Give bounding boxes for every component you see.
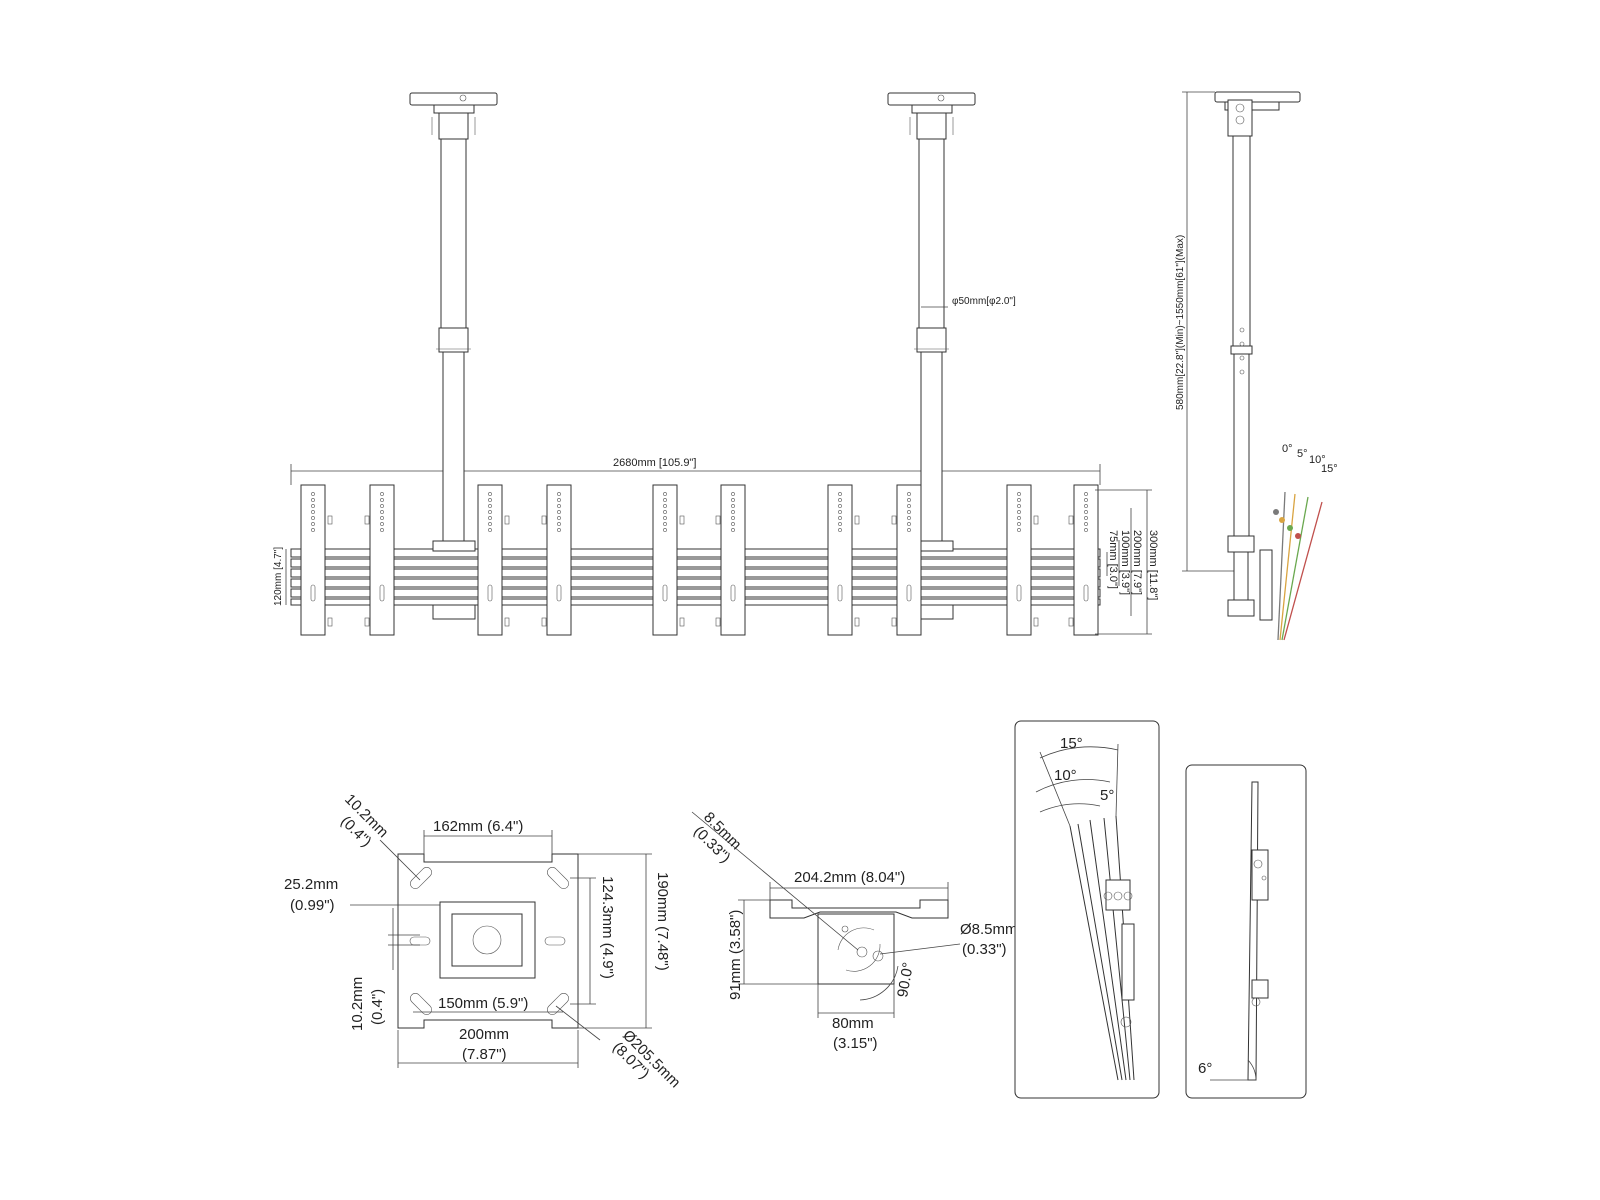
total-width-label: 2680mm [105.9"] (613, 457, 696, 469)
fixed-6-label: 6° (1198, 1060, 1212, 1077)
ceiling-plate-top: 162mm (6.4") 10.2mm (0.4") 25.2mm (0.99"… (284, 791, 684, 1091)
fixed-detail-panel: 6° (1185, 764, 1307, 1099)
vertical-brackets (300, 484, 1099, 636)
outer-height-label: 190mm (7.48") (654, 872, 671, 971)
vertical-bracket (364, 484, 395, 636)
ceiling-mount-left (409, 92, 498, 543)
inner-height-label: 124.3mm (4.9") (599, 876, 616, 979)
vertical-bracket (300, 484, 333, 636)
hole-dia-in-label: (0.33") (962, 941, 1007, 958)
angle-label: 90.0° (894, 961, 917, 999)
vertical-bracket (891, 484, 922, 636)
tilt-indicators: 0° 5° 10° 15° (1259, 443, 1338, 641)
hole-dia-label: Ø8.5mm (960, 921, 1018, 938)
vertical-bracket (715, 484, 746, 636)
outer-width-in-label: (7.87") (462, 1046, 507, 1063)
bar-height-label: 120mm [4.7"] (273, 547, 284, 606)
tilt-0-label: 0° (1282, 443, 1293, 455)
tilt-15-detail-label: 15° (1060, 735, 1083, 752)
vesa-75-label: 75mm [3.0"] (1107, 530, 1119, 589)
plate-height-label: 91mm (3.58") (727, 910, 744, 1000)
vesa-200-label: 200mm [7.9"] (1131, 530, 1143, 595)
pole-diameter-label: φ50mm[φ2.0"] (952, 296, 1016, 307)
vertical-bracket (827, 484, 860, 636)
edge-offset-label: 25.2mm (284, 876, 338, 893)
side-view: 580mm[22.8"](Min)~1550mm[61"](Max) 0° (1175, 91, 1338, 641)
vesa-300-label: 300mm [11.8"] (1147, 530, 1159, 600)
top-width-label: 162mm (6.4") (433, 818, 523, 835)
plate-width-label: 204.2mm (8.04") (794, 869, 905, 886)
vertical-bracket (477, 484, 510, 636)
vertical-bracket (652, 484, 685, 636)
slot-height-in-label: (0.4") (369, 989, 386, 1025)
tilt-5-detail-label: 5° (1100, 787, 1114, 804)
tilt-detail-panel: 15° 10° 5° (1014, 720, 1160, 1099)
ceiling-mount-right: φ50mm[φ2.0"] (887, 92, 1016, 543)
outer-width-label: 200mm (459, 1026, 509, 1043)
ceiling-plate-side: 8.5mm (0.33") 204.2mm (8.04") 91mm (3.58… (690, 809, 1017, 1052)
front-view: 2680mm [105.9"] (273, 92, 1159, 636)
tilt-5-label: 5° (1297, 448, 1308, 460)
tilt-15-label: 15° (1321, 463, 1338, 475)
vertical-bracket (541, 484, 572, 636)
vesa-100-label: 100mm [3.9"] (1119, 530, 1131, 595)
vertical-bracket (1006, 484, 1039, 636)
tilt-10-label: 10° (1309, 454, 1326, 466)
height-range-label: 580mm[22.8"](Min)~1550mm[61"](Max) (1175, 235, 1186, 410)
bottom-width-in-label: (3.15") (833, 1035, 878, 1052)
horizontal-rails (290, 540, 1101, 620)
tilt-10-detail-label: 10° (1054, 767, 1077, 784)
bottom-width-label: 80mm (832, 1015, 874, 1032)
edge-offset-in-label: (0.99") (290, 897, 335, 914)
inner-width-label: 150mm (5.9") (438, 995, 528, 1012)
vertical-bracket (1068, 484, 1099, 636)
slot-height-label: 10.2mm (349, 977, 366, 1031)
